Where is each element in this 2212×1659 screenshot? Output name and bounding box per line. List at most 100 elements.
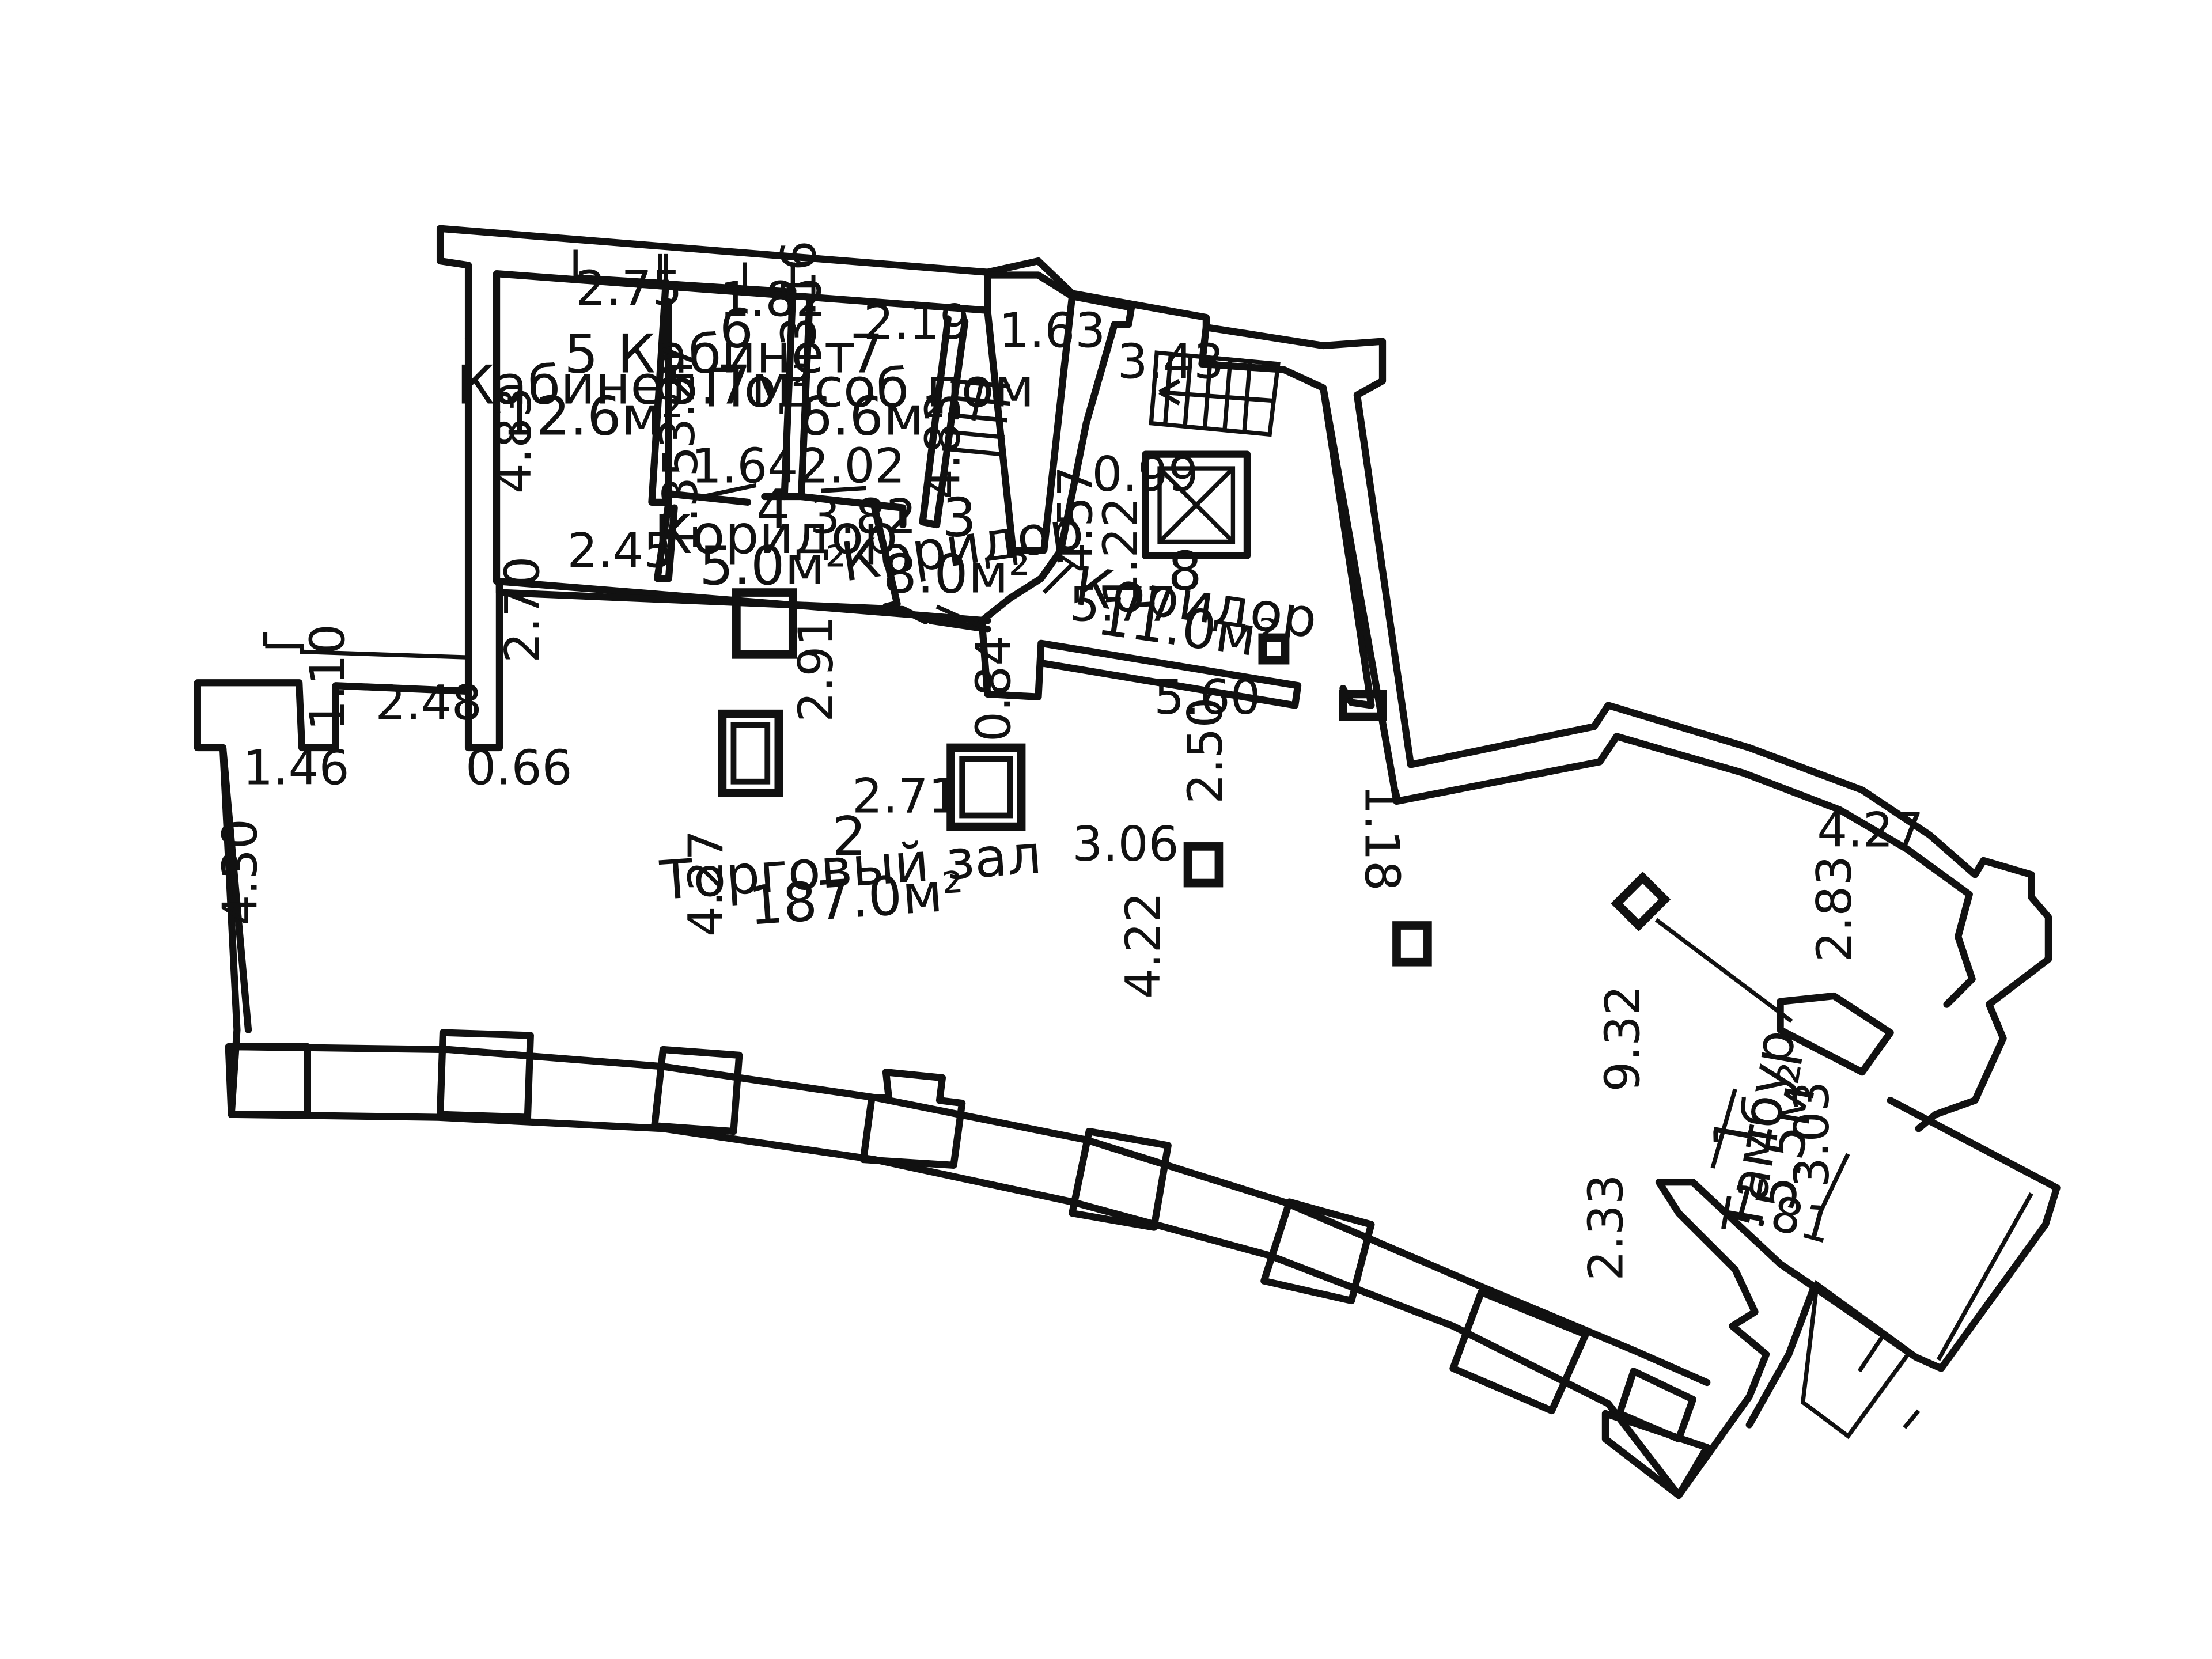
elevator-car <box>1157 466 1236 544</box>
dim-2-91: 2.91 <box>788 616 844 722</box>
wall-east-inner <box>1320 384 1976 1008</box>
room2-number: 2 <box>832 805 866 868</box>
entry-steps <box>1800 1279 1914 1440</box>
pilaster-1 <box>225 1043 311 1118</box>
stairs <box>942 350 1281 560</box>
dim-2-48: 2.48 <box>375 675 482 731</box>
pilaster-5 <box>1069 1127 1172 1231</box>
leader-entry <box>1903 1192 2033 1429</box>
dim-4-27-a: 4.27 <box>678 830 734 937</box>
pilaster-4 <box>859 1069 966 1169</box>
dim-2-19: 2.19 <box>863 294 970 350</box>
column-2-inner <box>730 722 771 785</box>
dim-1-18: 1.18 <box>1354 785 1410 891</box>
column-1 <box>732 588 797 659</box>
dim-4-83-a: 4.83 <box>486 387 542 494</box>
dim-3-43: 3.43 <box>1118 334 1224 389</box>
room4-area: 5.0м² <box>699 535 846 597</box>
dim-9-32: 9.32 <box>1595 985 1651 1092</box>
dim-2-71: 2.71 <box>852 768 959 824</box>
room2-area: 187.0м² <box>747 860 965 937</box>
dim-1-22: 1.22 <box>1093 497 1149 604</box>
dim-1-82: 1.82 <box>719 272 826 328</box>
dim-0-84: 0.84 <box>965 635 1021 742</box>
wall-entry-frame <box>1777 992 1894 1076</box>
dim-4-27-b: 4.27 <box>1817 802 1923 858</box>
dim-4-57: 4.57 <box>1048 466 1104 573</box>
room6-name: Кабинет <box>618 323 855 385</box>
walls <box>194 225 2061 1499</box>
dim-1-10: 1.10 <box>300 624 356 730</box>
dim-5-60: 5.60 <box>1154 669 1260 725</box>
room3-area: 8.0м² <box>883 543 1030 605</box>
column-5 <box>1392 921 1432 967</box>
elevator-shaft <box>1142 450 1251 560</box>
pilaster-9 <box>1601 1410 1711 1499</box>
partition-7-3 <box>919 315 969 529</box>
room5-area: 12.6м² <box>502 385 683 447</box>
leader-vestibule <box>1710 1088 1850 1214</box>
dim-4-83-b: 4.83 <box>915 393 971 499</box>
wall-stairwell <box>978 293 1302 709</box>
wall-east-upper <box>1353 391 2052 1132</box>
window-top-1 <box>573 249 668 285</box>
dimensions: 2.75 1.82 3.16 2.19 1.63 3.43 3.27 4.83 … <box>213 240 1924 1281</box>
column-4 <box>1183 842 1224 888</box>
wall-north-main <box>495 577 991 633</box>
room5-name: Кабинет <box>457 354 695 416</box>
wall-west-inner <box>219 744 252 1033</box>
room7-area: 6.6м² <box>798 385 945 447</box>
dim-2-83: 2.83 <box>1806 855 1862 962</box>
dim-2-33: 2.33 <box>1578 1174 1634 1281</box>
leader-room8 <box>1042 562 1074 594</box>
column-3-inner <box>959 756 1013 819</box>
wall-room6-bottom <box>665 490 788 506</box>
dim-3-06: 3.06 <box>1072 816 1179 872</box>
room4-number: 4 <box>756 478 790 540</box>
dim-3-27: 3.27 <box>650 342 706 448</box>
dim-5-77: 5.77 <box>1069 577 1176 632</box>
dim-4-22: 4.22 <box>1115 892 1171 999</box>
partition-6-7 <box>781 287 813 501</box>
dim-1-46: 1.46 <box>243 740 349 796</box>
columns <box>718 588 1671 967</box>
dim-1-35: 1.35 <box>653 446 709 553</box>
elevator-cross <box>1158 467 1235 544</box>
leader-room4 <box>702 483 866 499</box>
room3-number: 3 <box>942 487 976 549</box>
dim-0-66: 0.66 <box>465 740 572 796</box>
column-3 <box>946 743 1026 831</box>
room7-name: Подсоб пом <box>703 357 1034 419</box>
dim-3-03: 3.03 <box>1784 1081 1840 1188</box>
partition-5-6 <box>648 278 672 506</box>
dim-2-75: 2.75 <box>575 260 682 316</box>
column-6 <box>1611 871 1671 931</box>
room-labels: 5 Кабинет 12.6м² 6 Кабинет 5.7м² 7 Подсо… <box>457 297 1831 1237</box>
room4-name: Коридор <box>654 503 898 566</box>
dim-0-99: 0.99 <box>1092 446 1199 502</box>
room6-area: 5.7м² <box>666 354 813 416</box>
door-leaders <box>702 483 2033 1429</box>
room7-number: 7 <box>849 323 883 385</box>
column-8 <box>1339 690 1387 721</box>
wall-west-sketch <box>263 632 469 660</box>
leader-hall-east <box>1654 918 1793 1024</box>
column-2 <box>718 709 783 797</box>
wall-north-outer <box>436 225 1387 399</box>
room6-number: 6 <box>719 297 753 359</box>
dim-2-50: 2.50 <box>1177 698 1233 804</box>
room8-number: 8 <box>1168 540 1202 603</box>
dim-1-64: 1.64 <box>691 438 798 494</box>
wall-south-facade-outer <box>228 1111 1683 1499</box>
pilaster-6 <box>1260 1198 1375 1305</box>
wall-room4-corridor <box>654 498 678 582</box>
wall-room7-bottom <box>797 493 907 529</box>
pilaster-3 <box>651 1046 743 1135</box>
stair-arrow <box>1158 379 1181 406</box>
pilaster-2 <box>436 1029 534 1121</box>
stair-flight-left <box>942 378 1010 457</box>
dim-3-82: 3.82 <box>810 489 916 545</box>
wall-south-facade-inner <box>233 1043 1711 1387</box>
wall-west-upper <box>464 335 503 752</box>
